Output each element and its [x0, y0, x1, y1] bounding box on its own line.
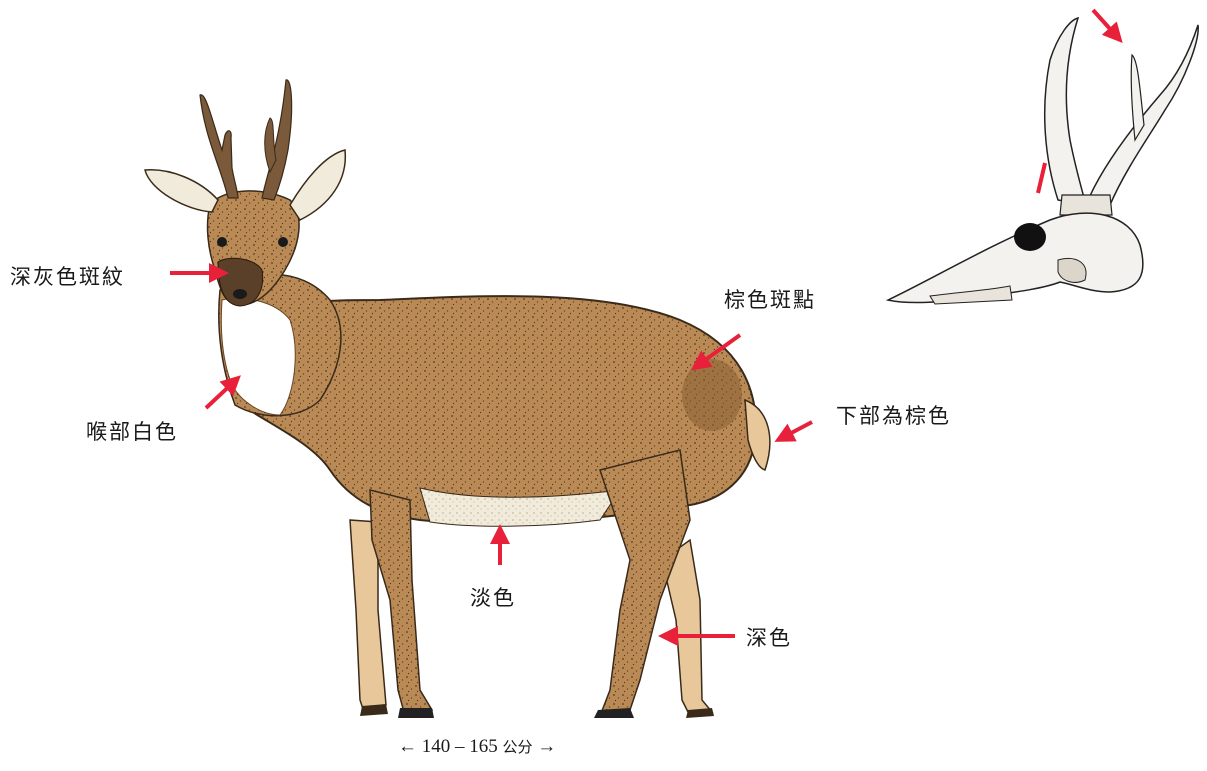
label-belly: 淡色 — [470, 582, 516, 612]
left-arrow-glyph: ← — [398, 736, 417, 757]
length-range: 140 – 165 — [422, 736, 498, 757]
skull-antler-left — [1045, 18, 1086, 205]
right-ear — [290, 150, 345, 220]
eye — [217, 237, 227, 247]
skull-cranium — [888, 213, 1143, 303]
eye — [278, 237, 288, 247]
label-tail: 下部為棕色 — [836, 400, 951, 430]
label-spot: 棕色斑點 — [724, 284, 816, 314]
right-arrow-glyph: → — [537, 736, 556, 757]
hoof — [398, 708, 434, 718]
body-length-scale: ← 140 – 165 公分 → — [398, 736, 556, 758]
label-muzzle: 深灰色斑紋 — [10, 261, 125, 291]
hoof — [594, 708, 634, 718]
skull-illustration — [888, 18, 1198, 304]
length-unit: 公分 — [503, 740, 533, 756]
label-throat: 喉部白色 — [86, 416, 178, 446]
skull-eye-socket — [1014, 223, 1046, 251]
left-antler — [200, 95, 238, 198]
tail-arrow — [778, 422, 812, 440]
left-ear — [145, 170, 218, 212]
skull-antler-arrow — [1093, 10, 1120, 40]
rump-spot — [682, 359, 742, 431]
deer-illustration — [145, 80, 770, 718]
skull-pedicle — [1060, 195, 1112, 215]
label-leg: 深色 — [746, 622, 792, 652]
skull-pedicle-mark — [1038, 163, 1045, 193]
